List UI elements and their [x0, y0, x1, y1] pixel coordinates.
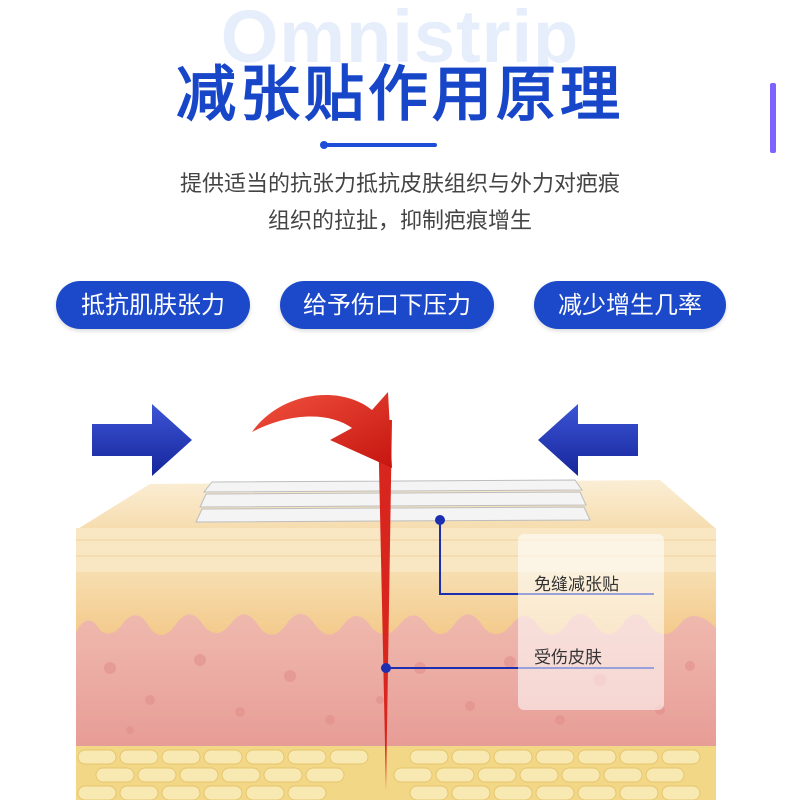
- fat-cells: [77, 749, 701, 800]
- subtitle-line-2: 组织的拉扯，抑制疤痕增生: [267, 209, 532, 234]
- blue-arrow-right: [92, 404, 192, 476]
- title-underline-dot: [320, 141, 328, 149]
- closure-strips: [195, 479, 591, 523]
- wound-cut: [378, 420, 392, 790]
- label-injured-skin: 受伤皮肤: [534, 648, 602, 668]
- skin-callout-dot: [381, 663, 391, 673]
- feature-badge-wound-pressure: 给予伤口下压力: [280, 281, 494, 329]
- side-accent-bar: [770, 83, 776, 153]
- brand-watermark: Omnistrip: [220, 0, 580, 78]
- strip-callout-dot: [435, 515, 445, 525]
- feature-badge-reduce-hyperplasia: 减少增生几率: [534, 281, 726, 329]
- subtitle: 提供适当的抗张力抵抗皮肤组织与外力对疤痕 组织的拉扯，抑制疤痕增生: [0, 166, 800, 240]
- dermis-cells: [104, 654, 695, 734]
- label-closure-strip: 免缝减张贴: [534, 575, 619, 595]
- red-curved-arrow: [252, 392, 392, 468]
- blue-arrow-left: [538, 404, 638, 476]
- page-title: 减张贴作用原理: [176, 60, 624, 130]
- title-underline: [325, 143, 437, 147]
- skin-diagram: [76, 392, 716, 800]
- callout-panel: [518, 534, 664, 710]
- feature-badge-resist-tension: 抵抗肌肤张力: [56, 281, 250, 329]
- subtitle-line-1: 提供适当的抗张力抵抗皮肤组织与外力对疤痕: [179, 172, 620, 197]
